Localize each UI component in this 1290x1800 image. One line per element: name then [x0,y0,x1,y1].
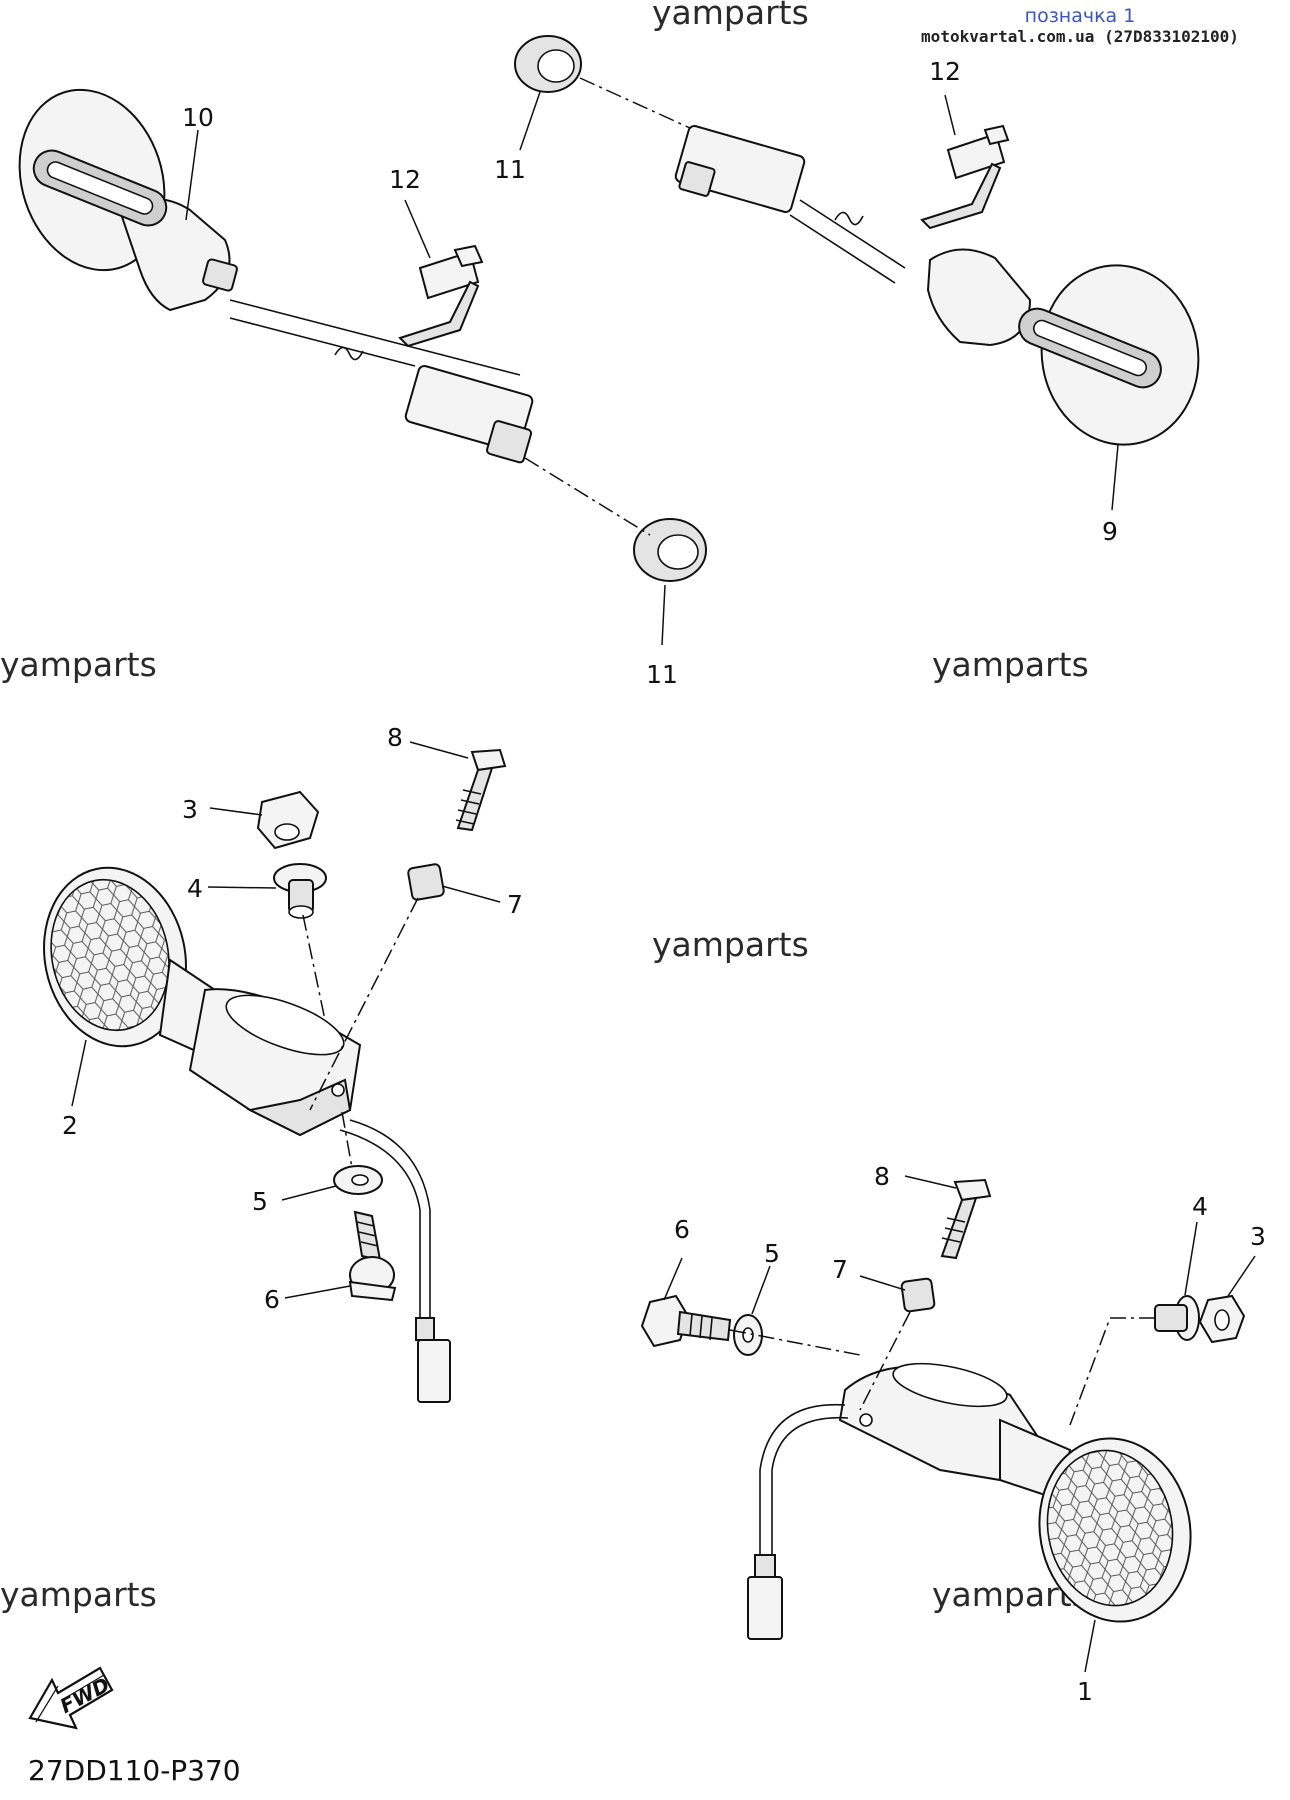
part-9-flasher-assembly [674,125,1200,446]
callout-5-left: 5 [252,1187,268,1216]
badge-title: позначка 1 [1025,5,1136,27]
part-11-grommet-top [514,35,582,93]
part-5-washer-left [333,1165,383,1195]
callout-11-bottom: 11 [646,660,678,689]
part-2-flasher-assembly [43,866,451,1403]
callout-2: 2 [62,1111,78,1140]
part-12-clip-right [920,124,1010,230]
part-4-collar-right [1154,1295,1200,1341]
part-12-clip-left [398,244,484,348]
watermark-right-upper: yamparts [932,645,1089,684]
callout-3-right: 3 [1250,1222,1266,1251]
part-4-collar-left [273,863,327,919]
callout-8-right: 8 [874,1162,890,1191]
part-3-nut-right [1198,1294,1246,1344]
callout-1: 1 [1077,1677,1093,1706]
callout-7-left: 7 [507,890,523,919]
part-8-bolt-right [940,1178,992,1260]
part-1-flasher-assembly [747,1362,1192,1640]
part-8-bolt-left [455,748,507,832]
part-11-grommet-bottom [633,518,707,582]
callout-11-top: 11 [494,155,526,184]
watermark-left-upper: yamparts [0,645,157,684]
watermark-top: yamparts [652,0,809,32]
callout-7-right: 7 [832,1255,848,1284]
watermark-center: yamparts [652,925,809,964]
watermark-left-lower: yamparts [0,1575,157,1614]
part-3-nut-left [256,790,320,850]
callout-6-right: 6 [674,1215,690,1244]
callout-4-left: 4 [187,874,203,903]
reference-code: 27DD110-P370 [28,1754,241,1787]
fwd-arrow-icon: FWD [28,1666,113,1730]
callout-4-right: 4 [1192,1192,1208,1221]
part-6-bolt-left [348,1210,397,1302]
part-7-spacer-right [900,1277,936,1313]
badge-source: motokvartal.com.ua (27D833102100) [921,27,1239,46]
part-7-spacer-left [407,863,445,901]
callout-9: 9 [1102,517,1118,546]
part-6-bolt-right [640,1294,732,1348]
callout-5-right: 5 [764,1239,780,1268]
callout-12-right: 12 [929,57,961,86]
callout-3-left: 3 [182,795,198,824]
callout-8-left: 8 [387,723,403,752]
callout-10: 10 [182,103,214,132]
callout-12-left: 12 [389,165,421,194]
part-10-flasher-assembly [18,88,534,464]
callout-6-left: 6 [264,1285,280,1314]
part-5-washer-right [733,1314,763,1356]
